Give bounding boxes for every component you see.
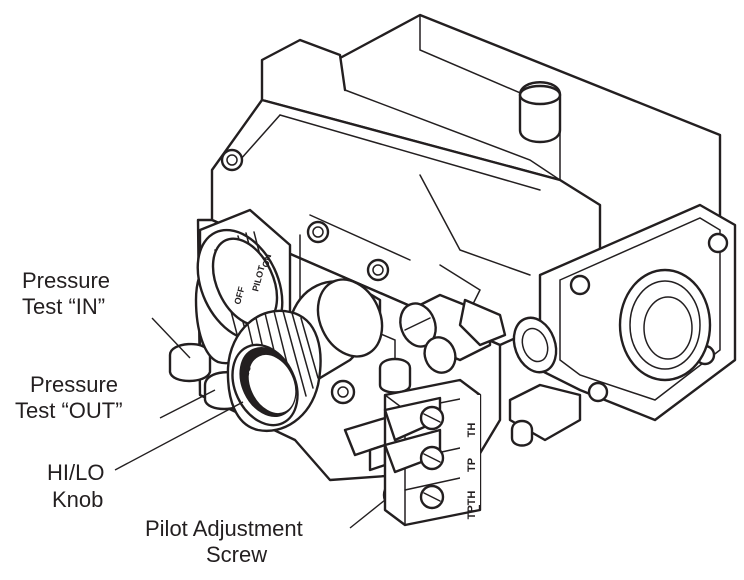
terminal-tp-label: TP — [466, 458, 478, 472]
pressure-out-line1: Pressure — [30, 372, 118, 397]
hilo-dial-label: LO — [240, 364, 253, 379]
callout-pressure-test-out: Pressure Test “OUT” — [15, 372, 123, 423]
callout-pilot-adjustment-screw: Pilot Adjustment Screw — [145, 516, 303, 567]
pressure-in-line2: Test “IN” — [22, 294, 105, 319]
pilot-screw-line1: Pilot Adjustment — [145, 516, 303, 541]
callout-hilo-knob: HI/LO Knob — [47, 460, 104, 512]
leader-hilo-knob — [114, 401, 244, 471]
leader-pressure-in — [151, 317, 191, 359]
pilot-knob-on-label: ON — [260, 253, 273, 269]
pilot-screw-line2: Screw — [206, 542, 267, 567]
pressure-in-line1: Pressure — [22, 268, 110, 293]
leader-pressure-out — [159, 389, 216, 419]
pilot-knob-off-label: OFF — [232, 285, 246, 305]
hilo-line2: Knob — [52, 487, 103, 512]
terminal-block: TH TP TPTH — [383, 378, 482, 527]
hilo-line1: HI/LO — [47, 460, 104, 485]
pressure-out-line2: Test “OUT” — [15, 398, 123, 423]
hilo-knob-graphic: LO — [226, 278, 384, 433]
terminal-tpth-label: TPTH — [466, 491, 478, 520]
leader-pilot-screw — [349, 499, 386, 529]
terminal-th-label: TH — [466, 423, 478, 438]
leader-lines — [114, 317, 386, 529]
callout-pressure-test-in: Pressure Test “IN” — [22, 268, 110, 319]
